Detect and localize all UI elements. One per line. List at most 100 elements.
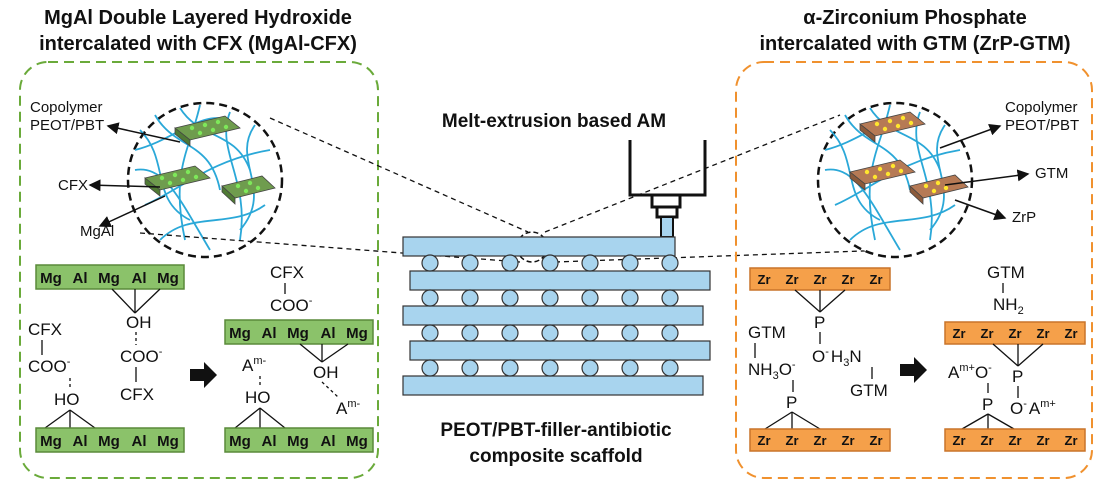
svg-text:Zr: Zr: [786, 272, 799, 287]
left-title-line2: intercalated with CFX (MgAl-CFX): [39, 33, 357, 55]
svg-text:Zr: Zr: [1037, 326, 1050, 341]
left-cfx-arrow: [88, 179, 161, 192]
zrp-bonds-right-top: [992, 343, 1044, 367]
mgal-bonds-bottom: [44, 409, 96, 429]
zrp-bonds-top: [794, 289, 846, 313]
right-panel-border: [735, 61, 1093, 479]
zrp-bonds-right-bottom: [961, 413, 1015, 430]
chem-o-minus-h3n: O-H3N: [812, 346, 862, 369]
zrp-sheet-bottom: Zr Zr Zr Zr Zr: [749, 428, 891, 452]
svg-text:Mg: Mg: [346, 433, 368, 450]
zoom-lines: [139, 114, 891, 263]
mgal-sheet-bottom: Mg Al Mg Al Mg: [35, 427, 185, 453]
zrp-sheet-right-bottom: Zr Zr Zr Zr Zr: [944, 428, 1086, 452]
svg-text:Al: Al: [73, 270, 88, 287]
svg-text:Zr: Zr: [1009, 433, 1022, 448]
svg-text:Mg: Mg: [98, 270, 120, 287]
svg-text:Al: Al: [262, 325, 277, 342]
right-title-line1: α-Zirconium Phosphate: [803, 7, 1026, 29]
chem-coo-2: COO-: [120, 346, 163, 366]
chem-gtm-2: GTM: [748, 323, 786, 342]
zrp-sheet-top: Zr Zr Zr Zr Zr: [749, 267, 891, 291]
svg-text:Mg: Mg: [229, 433, 251, 450]
chem-cfx-2: CFX: [120, 385, 154, 404]
hbond-3: [321, 381, 339, 398]
svg-text:Al: Al: [132, 270, 147, 287]
chem-gtm-1: GTM: [850, 381, 888, 400]
right-magnified-circle: [816, 101, 974, 259]
chem-nh2: NH2: [993, 295, 1024, 317]
chem-oh-2: OH: [313, 363, 339, 382]
scaffold: [402, 236, 711, 396]
svg-text:Zr: Zr: [814, 433, 827, 448]
svg-text:Mg: Mg: [157, 433, 179, 450]
svg-text:Mg: Mg: [40, 270, 62, 287]
svg-text:Zr: Zr: [786, 433, 799, 448]
left-copolymer-label-1: Copolymer: [30, 99, 103, 116]
chem-o-am-2: O-Am+: [1010, 398, 1056, 418]
chem-p-2: P: [786, 393, 797, 412]
svg-text:Zr: Zr: [1065, 326, 1078, 341]
svg-text:Zr: Zr: [758, 433, 771, 448]
left-magnified-circle: [126, 101, 284, 259]
svg-text:Zr: Zr: [1009, 326, 1022, 341]
svg-text:Zr: Zr: [981, 433, 994, 448]
chem-cfx-1: CFX: [28, 320, 62, 339]
svg-text:Zr: Zr: [953, 326, 966, 341]
right-copolymer-label-1: Copolymer: [1005, 99, 1078, 116]
mgal-sheet-right-bottom: Mg Al Mg Al Mg: [224, 427, 374, 453]
center-title: Melt-extrusion based AM: [442, 111, 666, 132]
svg-text:Mg: Mg: [40, 433, 62, 450]
chem-coo-1: COO-: [28, 356, 71, 376]
svg-text:Mg: Mg: [346, 325, 368, 342]
svg-text:Zr: Zr: [758, 272, 771, 287]
chem-gtm-3: GTM: [987, 263, 1025, 282]
chem-p-1: P: [814, 313, 825, 332]
svg-text:Zr: Zr: [1037, 433, 1050, 448]
extruder-nozzle-icon: [628, 140, 707, 238]
svg-text:Mg: Mg: [98, 433, 120, 450]
chem-p-3: P: [1012, 367, 1023, 386]
chem-ho-1: HO: [54, 390, 80, 409]
svg-text:Zr: Zr: [814, 272, 827, 287]
svg-text:Mg: Mg: [287, 433, 309, 450]
svg-text:Zr: Zr: [842, 433, 855, 448]
chem-am-o-1: Am+O-: [948, 362, 992, 382]
zrp-sheet-right-top: Zr Zr Zr Zr Zr: [944, 321, 1086, 345]
left-mgal-arrow: [98, 195, 166, 228]
left-mgal-label: MgAl: [80, 223, 114, 240]
mgal-bonds-right-bottom: [234, 407, 286, 429]
mgal-bonds-top: [111, 288, 161, 314]
svg-text:Mg: Mg: [229, 325, 251, 342]
mgal-sheet-right-top: Mg Al Mg Al Mg: [224, 319, 374, 345]
left-panel-border: [19, 61, 379, 479]
svg-text:Mg: Mg: [287, 325, 309, 342]
center-caption-line2: composite scaffold: [469, 446, 642, 467]
svg-text:Al: Al: [321, 325, 336, 342]
svg-text:Zr: Zr: [870, 433, 883, 448]
right-title-line2: intercalated with GTM (ZrP-GTM): [759, 33, 1070, 55]
svg-text:Zr: Zr: [981, 326, 994, 341]
zrp-bonds-bottom: [764, 411, 821, 430]
right-arrow-icon: [900, 357, 927, 383]
center-caption-line1: PEOT/PBT-filler-antibiotic: [440, 420, 672, 441]
left-copolymer-arrow: [106, 122, 181, 143]
right-gtm-arrow: [944, 169, 1030, 186]
svg-text:Al: Al: [262, 433, 277, 450]
mgal-bonds-right-top: [299, 343, 349, 363]
chem-ho-2: HO: [245, 388, 271, 407]
svg-text:Zr: Zr: [842, 272, 855, 287]
right-gtm-label: GTM: [1035, 165, 1068, 182]
svg-text:Al: Al: [321, 433, 336, 450]
chem-am-1: Am-: [242, 355, 267, 375]
chem-cfx-3: CFX: [270, 263, 304, 282]
chem-am-2: Am-: [336, 398, 361, 418]
svg-text:Mg: Mg: [157, 270, 179, 287]
mgal-sheet-top: Mg Al Mg Al Mg: [35, 264, 185, 290]
chem-p-4: P: [982, 395, 993, 414]
right-copolymer-arrow: [939, 123, 1002, 149]
svg-text:Zr: Zr: [1065, 433, 1078, 448]
svg-text:Al: Al: [132, 433, 147, 450]
svg-text:Al: Al: [73, 433, 88, 450]
